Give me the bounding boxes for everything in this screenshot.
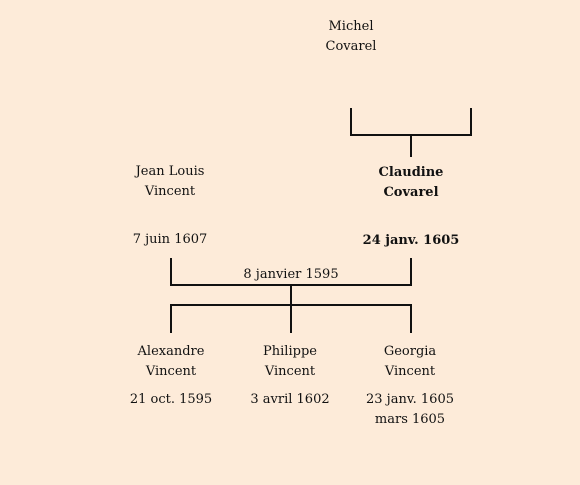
father-given-name: Jean Louis [135, 164, 205, 179]
mother-name: Claudine Covarel [379, 163, 444, 203]
child-2-surname: Vincent [264, 364, 316, 379]
father-surname: Vincent [144, 184, 196, 199]
child-1-given-name: Alexandre [137, 344, 205, 359]
child-3-date-2: mars 1605 [374, 412, 446, 427]
child-2-name: Philippe Vincent [263, 342, 317, 382]
grandfather-name: Michel Covarel [326, 17, 377, 57]
mother-given-name: Claudine [378, 165, 444, 180]
grandfather-surname: Covarel [325, 39, 377, 54]
grandfather-given-name: Michel [328, 19, 374, 34]
child-3-dates: 23 janv. 1605 mars 1605 [366, 390, 454, 430]
child-3-given-name: Georgia [383, 344, 437, 359]
marriage-date: 8 janvier 1595 [243, 267, 339, 282]
child-1-surname: Vincent [145, 364, 197, 379]
child-3-surname: Vincent [384, 364, 436, 379]
child-2-date: 3 avril 1602 [250, 392, 330, 407]
child-3-date: 23 janv. 1605 [366, 392, 454, 407]
child-1-name: Alexandre Vincent [138, 342, 205, 382]
child-3-name: Georgia Vincent [384, 342, 436, 382]
mother-date: 24 janv. 1605 [362, 233, 460, 248]
mother-surname: Covarel [383, 185, 439, 200]
father-date: 7 juin 1607 [132, 232, 208, 247]
father-name: Jean Louis Vincent [136, 162, 205, 202]
child-1-date: 21 oct. 1595 [129, 392, 213, 407]
child-2-given-name: Philippe [263, 344, 317, 359]
